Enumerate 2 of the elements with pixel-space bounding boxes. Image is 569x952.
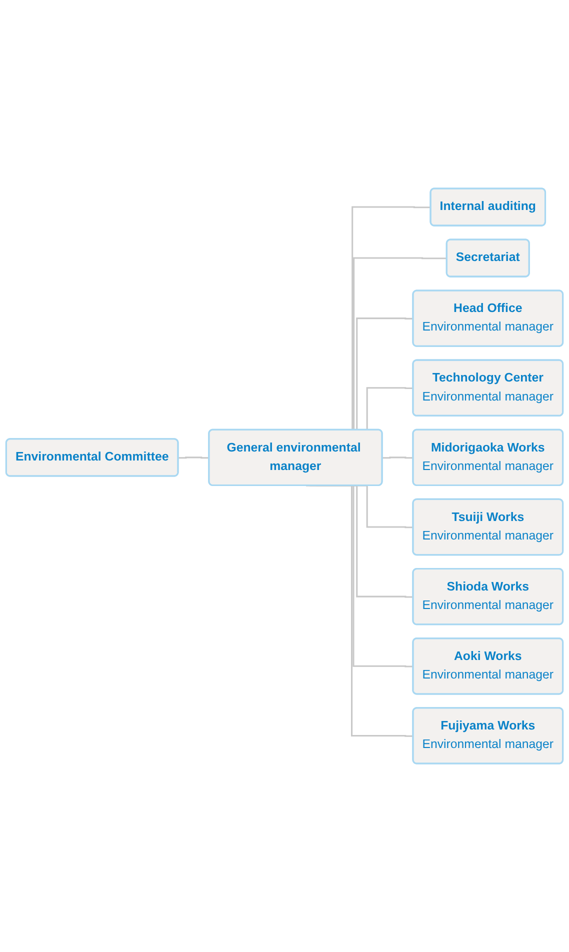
connector — [178, 456, 210, 459]
connector — [382, 456, 414, 459]
